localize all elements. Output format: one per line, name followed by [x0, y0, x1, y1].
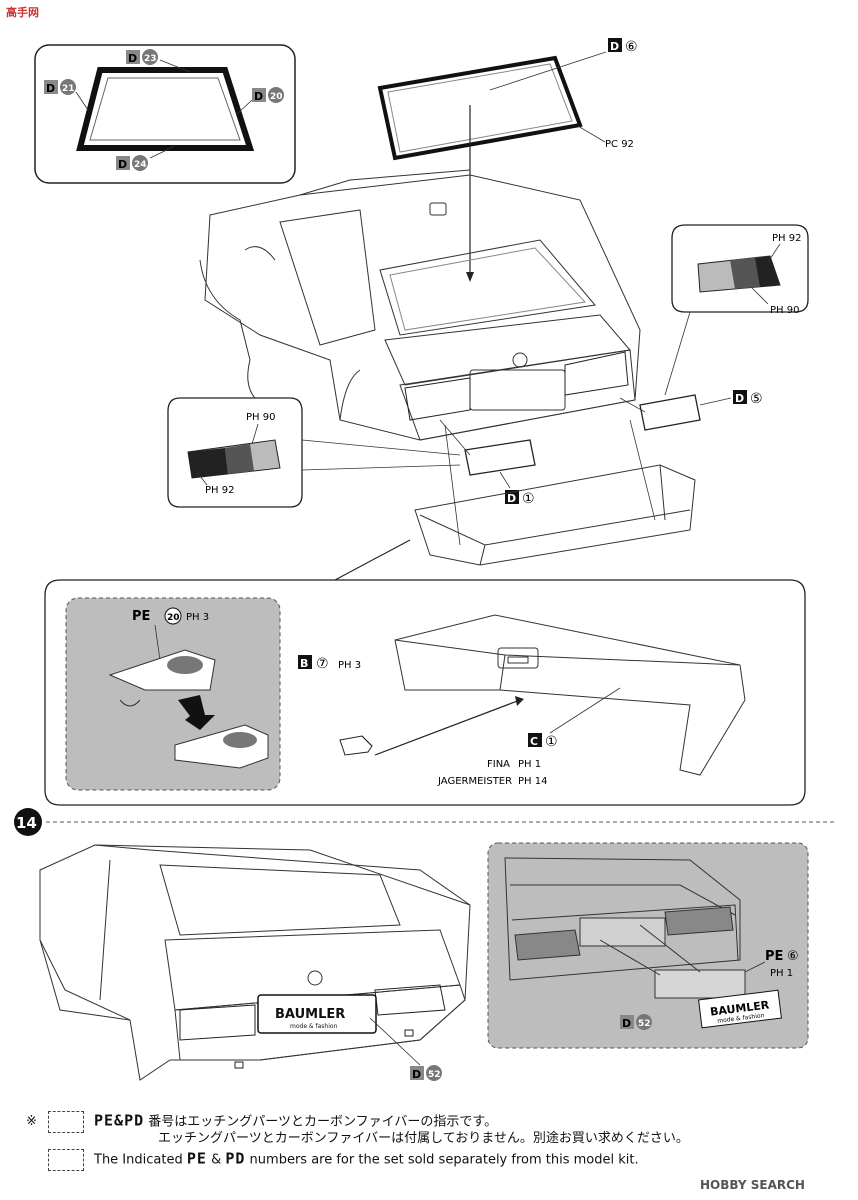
svg-text:C: C: [530, 735, 538, 748]
svg-text:21: 21: [62, 84, 75, 94]
svg-text:PH 3: PH 3: [186, 612, 209, 623]
svg-text:D: D: [610, 40, 619, 53]
svg-text:JAGERMEISTER: JAGERMEISTER: [437, 776, 512, 787]
svg-text:D: D: [735, 392, 744, 405]
svg-text:⑥: ⑥: [625, 39, 638, 55]
part-tag-d21: D 21: [44, 79, 89, 111]
part-tag-c1: C ①: [528, 687, 621, 750]
windshield-inset: D 23 D 21 D 20 D 24: [34, 44, 296, 184]
svg-text:①: ①: [522, 491, 535, 507]
part-tag-pe6: PE ⑥ PH 1: [744, 949, 799, 979]
svg-text:PH 14: PH 14: [518, 776, 547, 787]
part-tag-b7: B ⑦ PH 3: [298, 655, 361, 672]
bumper-subassembly-box: PE 20 PH 3 B ⑦ PH 3: [44, 539, 806, 806]
part-tag-ph90-left: PH 90: [246, 412, 275, 445]
license-plate-text: BAUMLER: [275, 1007, 345, 1022]
part-tag-ph92-left: PH 92: [196, 471, 234, 496]
note-asterisk: ※: [26, 1114, 37, 1129]
part-tag-d6: D ⑥: [489, 38, 638, 91]
svg-text:20: 20: [270, 92, 283, 102]
rear-window-part: D ⑥ PC 92: [377, 38, 638, 282]
part-tag-d23: D 23: [126, 49, 191, 73]
left-taillight-lens: D ①: [439, 419, 536, 507]
svg-text:⑥: ⑥: [787, 949, 799, 964]
svg-text:D: D: [254, 90, 263, 103]
svg-text:D: D: [128, 52, 137, 65]
svg-text:⑤: ⑤: [750, 391, 763, 407]
svg-text:PE: PE: [765, 949, 783, 964]
car-rear-step14: BAUMLER mode & fashion: [39, 844, 471, 1081]
svg-text:B: B: [300, 657, 308, 670]
svg-text:52: 52: [638, 1019, 651, 1029]
svg-text:FINA: FINA: [487, 759, 510, 770]
note-en: The Indicated PE & PD numbers are for th…: [48, 1149, 639, 1171]
svg-text:PH 3: PH 3: [338, 660, 361, 671]
svg-text:PH 90: PH 90: [770, 305, 799, 316]
svg-text:PH 92: PH 92: [205, 485, 234, 496]
rear-bumper: [414, 419, 696, 566]
site-watermark: 高手网: [6, 6, 39, 19]
livery-jagermeister: JAGERMEISTER PH 14: [437, 776, 547, 787]
svg-text:⑦: ⑦: [316, 656, 329, 672]
dashed-box-1: [48, 1111, 84, 1133]
part-tag-d52-inset: D 52: [620, 1014, 652, 1030]
left-taillight-inset: PH 90 PH 92: [167, 397, 461, 508]
part-tag-pe20: PE 20 PH 3: [132, 607, 209, 661]
svg-text:PH 92: PH 92: [772, 233, 801, 244]
hobby-search-logo: HOBBY SEARCH: [700, 1178, 805, 1192]
part-tag-ph92-right: PH 92: [767, 233, 801, 263]
svg-text:PE: PE: [132, 609, 150, 624]
part-tag-ph90-right: PH 90: [751, 287, 799, 316]
part-tag-d1: D ①: [499, 471, 535, 507]
svg-text:52: 52: [428, 1070, 441, 1080]
svg-text:①: ①: [545, 734, 558, 750]
right-taillight-inset: PH 92 PH 90: [664, 224, 809, 396]
svg-text:23: 23: [144, 54, 157, 64]
note-jp-line1: PE&PD 番号はエッチングパーツとカーボンファイバーの指示です。: [48, 1111, 497, 1133]
note-jp-line2: エッチングパーツとカーボンファイバーは付属しておりません。別途お買い求めください…: [158, 1131, 689, 1146]
license-plate-pe-panel: PE ⑥ PH 1 D 52 BAUMLER mode & fashion: [487, 842, 809, 1049]
svg-text:PH 90: PH 90: [246, 412, 275, 423]
svg-text:D: D: [118, 158, 127, 171]
svg-text:20: 20: [167, 613, 180, 623]
svg-text:mode & fashion: mode & fashion: [290, 1023, 338, 1030]
svg-text:D: D: [507, 492, 516, 505]
part-tag-d52-main: D 52: [369, 1017, 442, 1081]
svg-text:D: D: [46, 82, 55, 95]
svg-text:PC 92: PC 92: [605, 139, 634, 150]
svg-text:PH 1: PH 1: [770, 968, 793, 979]
livery-fina: FINA PH 1: [487, 759, 541, 770]
part-tag-d24: D 24: [116, 145, 176, 171]
svg-text:D: D: [622, 1017, 631, 1030]
svg-text:D: D: [412, 1068, 421, 1081]
svg-text:14: 14: [16, 814, 37, 832]
part-tag-d5: D ⑤: [699, 390, 763, 407]
svg-text:24: 24: [134, 160, 147, 170]
part-tag-pc92: PC 92: [577, 125, 634, 150]
part-tag-d20: D 20: [235, 87, 284, 116]
step-14-header: 14: [14, 808, 835, 836]
svg-text:PH 1: PH 1: [518, 759, 541, 770]
right-taillight-lens: D ⑤: [619, 390, 763, 431]
dashed-box-2: [48, 1149, 84, 1171]
